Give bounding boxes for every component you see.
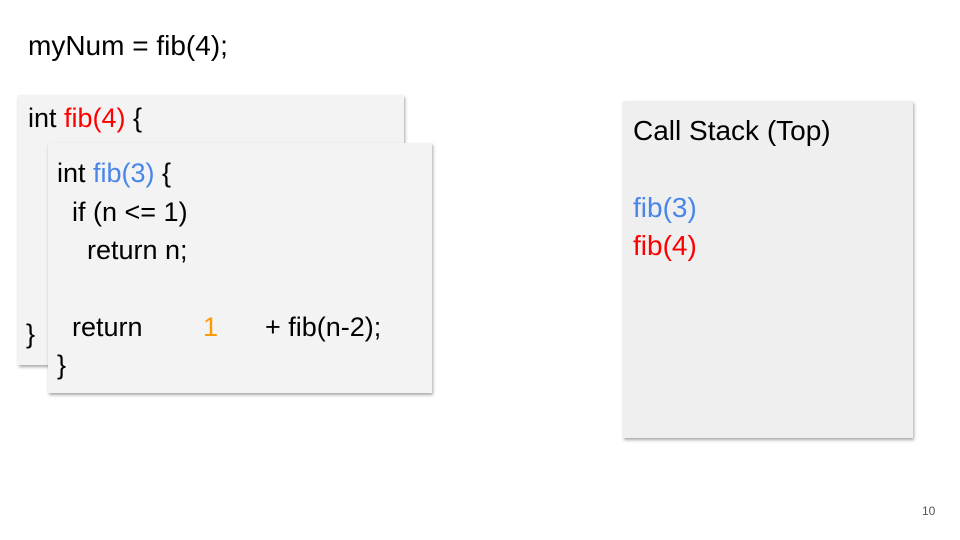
call-fib4: fib(4) — [64, 103, 126, 133]
returned-value: 1 — [203, 312, 219, 342]
stack-frame: fib(3) — [633, 192, 697, 223]
kw: int — [28, 103, 65, 133]
brace: { — [125, 103, 143, 133]
call-stack-panel: Call Stack (Top) fib(3) fib(4) — [623, 101, 913, 438]
code-line: return — [57, 312, 143, 342]
close-brace: } — [26, 319, 36, 349]
code-line: return n; — [57, 235, 188, 265]
stack-frame: fib(4) — [633, 230, 697, 261]
statement: myNum = fib(4); — [28, 30, 228, 61]
code-line: + fib(n-2); — [265, 312, 382, 342]
call-fib3: fib(3) — [93, 158, 155, 188]
close-brace: } — [57, 350, 67, 380]
code-line: if (n <= 1) — [57, 197, 188, 227]
call-stack-title: Call Stack (Top) — [633, 115, 831, 146]
kw: int — [57, 158, 94, 188]
brace: { — [154, 158, 172, 188]
page-number: 10 — [922, 504, 936, 518]
code-card-fib3: int fib(3) { if (n <= 1) return n; retur… — [48, 143, 432, 393]
